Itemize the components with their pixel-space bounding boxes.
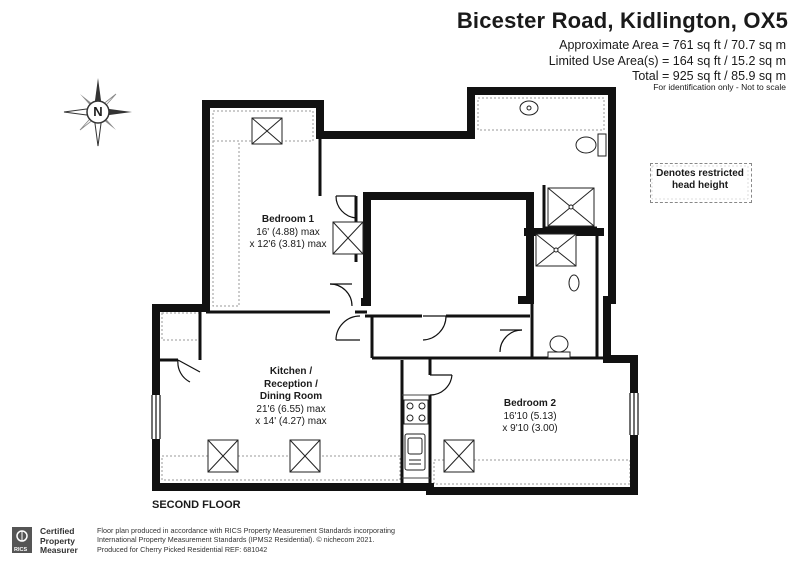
shower-icon bbox=[547, 187, 595, 227]
skylight-icon bbox=[207, 439, 239, 473]
kitchen-sink-icon bbox=[404, 433, 426, 471]
kitchen-dim-2: x 14' (4.27) max bbox=[255, 416, 327, 427]
rics-line: Property bbox=[40, 535, 75, 546]
skylight-icon bbox=[251, 117, 283, 145]
total-area: Total = 925 sq ft / 85.9 sq m bbox=[632, 69, 786, 83]
sink-icon bbox=[519, 100, 539, 116]
kitchen-dim-1: 21'6 (6.55) max bbox=[256, 403, 326, 415]
bedroom-1-label: Bedroom 1 16' (4.88) max x 12'6 (3.81) m… bbox=[228, 214, 348, 252]
rics-line: Certified bbox=[40, 526, 75, 536]
bedroom-1-dim-1: 16' (4.88) max bbox=[256, 226, 320, 238]
limited-use-area: Limited Use Area(s) = 164 sq ft / 15.2 s… bbox=[548, 53, 786, 68]
kitchen-fixtures bbox=[402, 394, 430, 479]
footer-note: Floor plan produced in accordance with R… bbox=[97, 526, 396, 554]
skylight-icon bbox=[332, 221, 364, 255]
kitchen-name-line-1: Kitchen / bbox=[269, 366, 313, 377]
shower-icon bbox=[535, 233, 577, 267]
restricted-height-legend-text: Denotes restricted head height bbox=[656, 168, 744, 191]
kitchen-name-line-2: Reception / bbox=[264, 378, 318, 390]
approximate-area: Approximate Area = 761 sq ft / 70.7 sq m bbox=[559, 38, 786, 52]
doors bbox=[177, 195, 523, 396]
bathroom-fixtures bbox=[519, 100, 607, 359]
rics-certified-text: Certified Property Measurer bbox=[40, 526, 78, 556]
toilet-icon bbox=[575, 133, 607, 157]
bedroom-2-name: Bedroom 2 bbox=[503, 398, 557, 409]
rics-mark: RICS bbox=[14, 547, 28, 553]
skylight-icons bbox=[207, 117, 475, 473]
interior-walls bbox=[160, 139, 604, 491]
skylight-icon bbox=[289, 439, 321, 473]
rics-logo-icon bbox=[12, 527, 32, 553]
sink-icon bbox=[568, 274, 580, 292]
toilet-icon bbox=[547, 335, 571, 359]
bedroom-1-dim-2: x 12'6 (3.81) max bbox=[249, 239, 327, 250]
hob-icon bbox=[403, 399, 429, 425]
compass-north-label: N bbox=[93, 104, 103, 119]
disclaimer: For identification only - Not to scale bbox=[653, 82, 786, 92]
floor-label: SECOND FLOOR bbox=[152, 499, 241, 511]
skylight-icon bbox=[443, 439, 475, 473]
bedroom-2-dim-2: x 9'10 (3.00) bbox=[502, 423, 558, 434]
area-summary: Approximate Area = 761 sq ft / 70.7 sq m… bbox=[549, 38, 786, 85]
restricted-height-legend-box bbox=[650, 163, 752, 203]
legend-swatch bbox=[651, 165, 749, 200]
bedroom-2-label: Bedroom 2 16'10 (5.13) x 9'10 (3.00) bbox=[470, 398, 590, 436]
kitchen-name-line-3: Dining Room bbox=[259, 391, 323, 402]
windows bbox=[150, 393, 640, 439]
compass-rose-icon bbox=[63, 78, 132, 147]
rics-line: Measurer bbox=[40, 545, 78, 555]
kitchen-label: Kitchen / Reception / Dining Room 21'6 (… bbox=[236, 366, 346, 429]
bedroom-1-name: Bedroom 1 bbox=[261, 214, 315, 225]
bedroom-2-dim-1: 16'10 (5.13) bbox=[503, 410, 557, 422]
page-title: Bicester Road, Kidlington, OX5 bbox=[456, 8, 788, 33]
